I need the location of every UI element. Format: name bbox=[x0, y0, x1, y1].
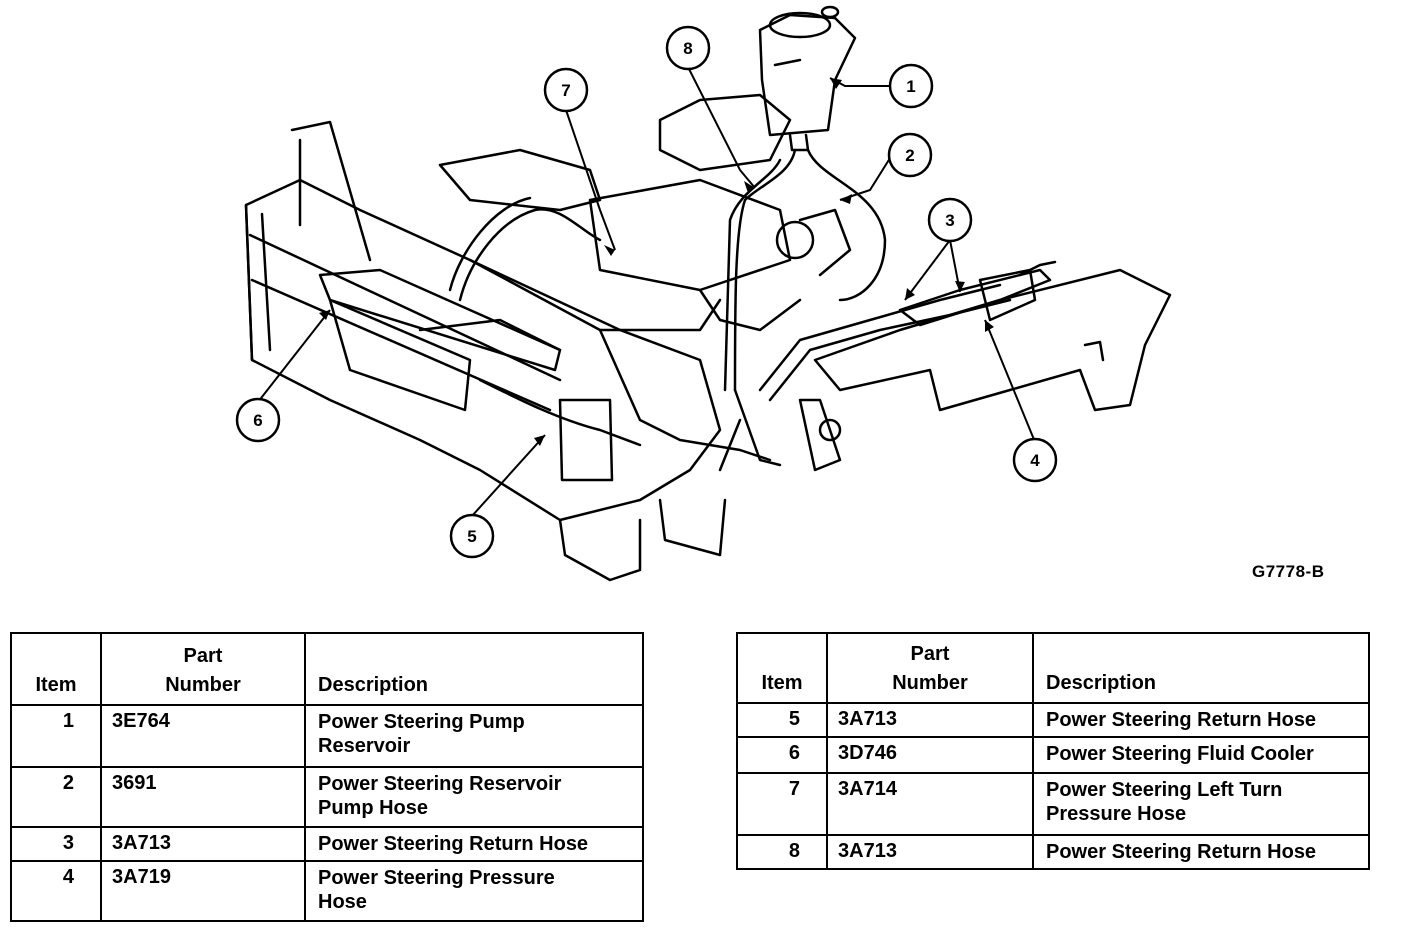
callout-7: 7 bbox=[543, 67, 589, 113]
header-description: Description bbox=[1032, 632, 1370, 704]
cell-item: 3 bbox=[10, 826, 102, 862]
callout-label: 7 bbox=[561, 81, 570, 100]
steering-gear-drawing bbox=[798, 260, 1172, 472]
cell-description: Power Steering Return Hose bbox=[304, 826, 644, 862]
cell-part-number: 3691 bbox=[100, 766, 306, 828]
callout-2: 2 bbox=[887, 132, 933, 178]
cell-item: 2 bbox=[10, 766, 102, 828]
cell-item: 7 bbox=[736, 772, 828, 836]
cell-part-number: 3A719 bbox=[100, 860, 306, 922]
description-line: Power Steering Fluid Cooler bbox=[1046, 743, 1314, 765]
callout-label: 6 bbox=[253, 411, 262, 430]
reservoir-drawing bbox=[758, 5, 857, 152]
cell-item: 1 bbox=[10, 704, 102, 768]
cell-part-number: 3A713 bbox=[826, 702, 1034, 738]
header-item: Item bbox=[736, 632, 828, 704]
cell-description: Power Steering Return Hose bbox=[1032, 702, 1370, 738]
header-description: Description bbox=[304, 632, 644, 706]
callout-4: 4 bbox=[1012, 437, 1058, 483]
callout-label: 2 bbox=[905, 146, 914, 165]
description-line: Power Steering Reservoir bbox=[318, 773, 562, 795]
figure-id: G7778-B bbox=[1252, 562, 1325, 581]
leader-arrows bbox=[319, 78, 994, 446]
description-line: Pump Hose bbox=[318, 797, 429, 819]
description-line: Power Steering Left Turn bbox=[1046, 779, 1283, 801]
description-line: Power Steering Return Hose bbox=[1046, 709, 1317, 731]
cell-description: Power Steering Fluid Cooler bbox=[1032, 736, 1370, 774]
callout-label: 4 bbox=[1030, 451, 1040, 470]
description-line: Power Steering Pressure bbox=[318, 867, 555, 889]
callout-6: 6 bbox=[235, 397, 281, 443]
description-line: Hose bbox=[318, 891, 367, 913]
power-steering-diagram: 1 2 3 4 5 6 7 8 bbox=[235, 5, 1172, 582]
description-line: Power Steering Return Hose bbox=[1046, 841, 1317, 863]
callout-3: 3 bbox=[927, 197, 973, 243]
radiator-support-drawing bbox=[438, 93, 802, 332]
description-line: Pressure Hose bbox=[1046, 803, 1187, 825]
leader-lines bbox=[257, 66, 1036, 517]
callouts: 1 2 3 4 5 6 7 8 bbox=[235, 25, 1058, 559]
description-line: Reservoir bbox=[318, 735, 411, 757]
cell-part-number: 3A713 bbox=[100, 826, 306, 862]
callout-label: 5 bbox=[467, 527, 476, 546]
cell-item: 8 bbox=[736, 834, 828, 870]
cell-part-number: 3A713 bbox=[826, 834, 1034, 870]
header-item: Item bbox=[10, 632, 102, 706]
cell-part-number: 3A714 bbox=[826, 772, 1034, 836]
callout-label: 8 bbox=[683, 39, 692, 58]
description-line: Power Steering Return Hose bbox=[318, 833, 589, 855]
cell-part-number: 3E764 bbox=[100, 704, 306, 768]
front-bumper-drawing bbox=[244, 120, 727, 582]
cell-description: Power Steering Return Hose bbox=[1032, 834, 1370, 870]
callout-5: 5 bbox=[449, 513, 495, 559]
cell-item: 6 bbox=[736, 736, 828, 774]
callout-label: 1 bbox=[906, 77, 915, 96]
description-line: Power Steering Pump bbox=[318, 711, 525, 733]
hoses-drawing bbox=[318, 148, 1012, 472]
cell-part-number: 3D746 bbox=[826, 736, 1034, 774]
callout-label: 3 bbox=[945, 211, 954, 230]
cell-item: 5 bbox=[736, 702, 828, 738]
cell-item: 4 bbox=[10, 860, 102, 922]
callout-1: 1 bbox=[888, 63, 934, 109]
callout-8: 8 bbox=[665, 25, 711, 71]
